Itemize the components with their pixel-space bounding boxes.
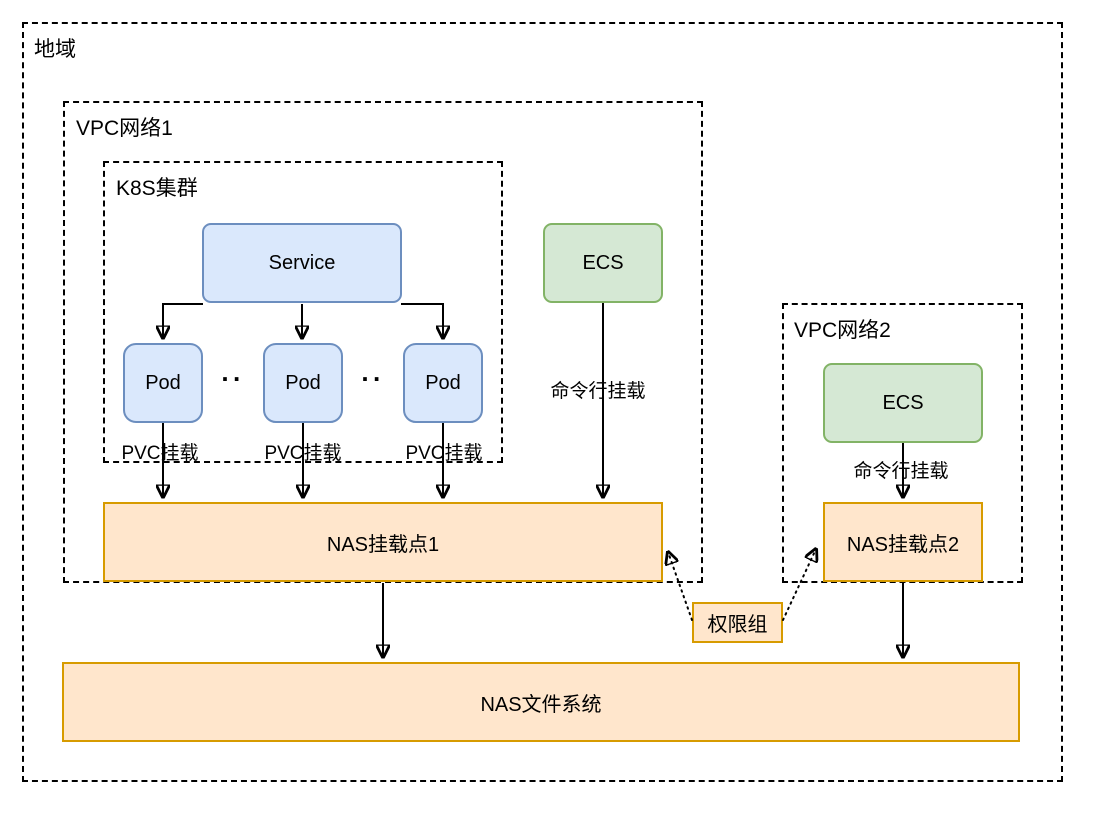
region-box [22,22,1063,782]
nas-mount-point-1-node: NAS挂载点1 [103,502,663,582]
pvc-mount-label-3: PVC挂载 [405,443,483,464]
pod-node-2: Pod [263,343,343,423]
k8s-cluster-label: K8S集群 [116,177,198,200]
pod-ellipsis-1: ·· [221,363,245,394]
pod-node-1: Pod [123,343,203,423]
cmdline-mount-label-vpc1: 命令行挂载 [550,381,646,402]
permission-group-node: 权限组 [692,602,783,643]
vpc1-box [63,101,703,583]
ecs-node-vpc2: ECS [823,363,983,443]
ecs-node-vpc1: ECS [543,223,663,303]
pod-node-3: Pod [403,343,483,423]
vpc2-box [782,303,1023,583]
pvc-mount-label-1: PVC挂载 [121,443,199,464]
pvc-mount-label-2: PVC挂载 [264,443,342,464]
pod-ellipsis-2: ·· [361,363,385,394]
region-label: 地域 [34,38,76,61]
cmdline-mount-label-vpc2: 命令行挂载 [853,461,949,482]
nas-filesystem-node: NAS文件系统 [62,662,1020,742]
nas-mount-point-2-node: NAS挂载点2 [823,502,983,582]
vpc1-label: VPC网络1 [76,117,173,140]
service-node: Service [202,223,402,303]
vpc2-label: VPC网络2 [794,319,891,342]
